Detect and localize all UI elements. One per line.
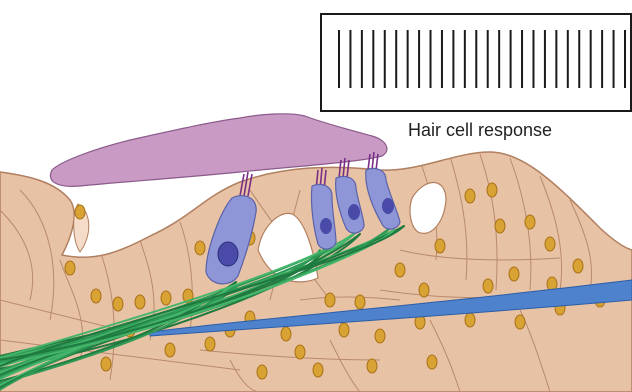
cell-nucleus <box>295 345 305 359</box>
cell-nucleus <box>355 295 365 309</box>
cell-nucleus <box>195 241 205 255</box>
cell-nucleus <box>427 355 437 369</box>
cell-nucleus <box>465 189 475 203</box>
cell-nucleus <box>487 183 497 197</box>
cell-nucleus <box>135 295 145 309</box>
hair-cell-response-label: Hair cell response <box>408 120 552 141</box>
cell-nucleus <box>313 363 323 377</box>
cell-nucleus <box>101 357 111 371</box>
cell-nucleus <box>395 263 405 277</box>
cell-nucleus <box>165 343 175 357</box>
cell-nucleus <box>161 291 171 305</box>
cell-nucleus <box>545 237 555 251</box>
cell-nucleus <box>465 313 475 327</box>
cell-nucleus <box>91 289 101 303</box>
cell-nucleus <box>281 327 291 341</box>
cell-nucleus <box>435 239 445 253</box>
cell-nucleus <box>483 279 493 293</box>
cell-nucleus <box>495 219 505 233</box>
cell-nucleus <box>367 359 377 373</box>
cell-nucleus <box>525 215 535 229</box>
cell-nucleus <box>205 337 215 351</box>
cell-nucleus <box>515 315 525 329</box>
cell-nucleus <box>509 267 519 281</box>
cell-nucleus <box>419 283 429 297</box>
cell-nucleus <box>339 323 349 337</box>
cell-nucleus <box>573 259 583 273</box>
cell-nucleus <box>65 261 75 275</box>
cell-nucleus <box>75 205 85 219</box>
cell-nucleus <box>113 297 123 311</box>
cell-nucleus <box>325 293 335 307</box>
cell-nucleus <box>375 329 385 343</box>
cell-nucleus <box>257 365 267 379</box>
